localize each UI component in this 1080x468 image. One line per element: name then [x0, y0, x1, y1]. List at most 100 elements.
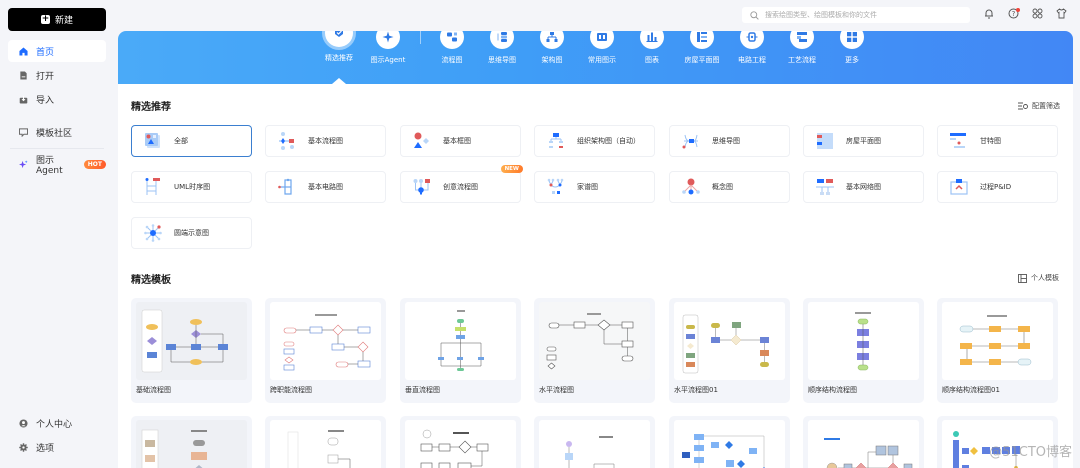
svg-text:?: ? — [1011, 10, 1015, 18]
template-card[interactable] — [669, 416, 790, 468]
template-card[interactable] — [265, 416, 386, 468]
card-mindmap[interactable]: 思维导图 — [669, 125, 790, 157]
sidebar: + 新建 首页 打开 导入 模板社区 图示Agent HOT 个人中心 选项 — [0, 0, 116, 468]
card-uml-sequence[interactable]: UML时序图 — [131, 171, 252, 203]
mindmap-icon — [682, 134, 698, 149]
template-label: 水平流程图01 — [674, 386, 718, 394]
search-input[interactable] — [765, 11, 965, 19]
mindmap-icon — [490, 31, 514, 49]
card-pid[interactable]: 过程P&ID — [937, 171, 1058, 203]
org-chart-icon — [549, 133, 563, 148]
card-gantt[interactable]: 甘特图 — [937, 125, 1058, 157]
card-label: 概念图 — [712, 183, 733, 191]
sidebar-item-label: 首页 — [36, 47, 55, 58]
template-card[interactable] — [937, 416, 1058, 468]
featured-icon — [325, 31, 353, 47]
personal-templates-label: 个人模板 — [1031, 274, 1059, 282]
card-creative-flowchart[interactable]: 创意流程图 NEW — [400, 165, 523, 203]
tab-process[interactable]: 工艺流程 — [772, 31, 832, 65]
sidebar-item-community[interactable]: 模板社区 — [8, 121, 106, 143]
template-card[interactable] — [534, 416, 655, 468]
creative-flowchart-icon — [413, 179, 430, 195]
sidebar-item-import[interactable]: 导入 — [8, 88, 106, 110]
card-org-chart[interactable]: 组织架构图（自动） — [534, 125, 655, 157]
card-label: 组织架构图（自动） — [577, 137, 640, 145]
card-concept-map[interactable]: 概念图 — [669, 171, 790, 203]
new-button[interactable]: + 新建 — [8, 8, 106, 31]
template-card[interactable] — [400, 416, 521, 468]
tab-circuit[interactable]: 电路工程 — [722, 31, 782, 65]
card-label: 过程P&ID — [980, 183, 1012, 191]
card-floorplan[interactable]: 房屋平面图 — [803, 125, 924, 157]
file-icon — [20, 70, 27, 80]
tab-label: 流程图 — [441, 56, 463, 64]
tab-common[interactable]: 常用图示 — [572, 31, 632, 65]
search-box[interactable] — [742, 7, 970, 23]
sidebar-item-home[interactable]: 首页 — [8, 40, 106, 62]
user-icon — [19, 418, 28, 428]
card-basic-circuit[interactable]: 基本电路图 — [265, 171, 386, 203]
card-basic-flowchart[interactable]: 基本流程图 — [265, 125, 386, 157]
template-card[interactable]: 水平流程图01 — [669, 298, 790, 403]
template-card[interactable]: 垂直流程图 — [400, 298, 521, 403]
floorplan-icon — [690, 31, 714, 49]
chart-icon — [640, 31, 664, 49]
featured-title: 精选推荐 — [131, 102, 171, 113]
theme-icon[interactable] — [1054, 8, 1068, 21]
sidebar-item-profile[interactable]: 个人中心 — [8, 412, 106, 434]
template-thumbnail — [405, 420, 516, 468]
tab-floorplan[interactable]: 房屋平面图 — [672, 31, 732, 65]
process-icon — [790, 31, 814, 49]
tab-chart[interactable]: 图表 — [622, 31, 682, 65]
scrollbar[interactable] — [1073, 31, 1080, 468]
tab-featured[interactable]: 精选推荐 — [309, 31, 369, 63]
template-thumbnail — [942, 420, 1053, 468]
sidebar-item-open[interactable]: 打开 — [8, 64, 106, 86]
tab-architecture[interactable]: 架构图 — [522, 31, 582, 65]
config-filter-link[interactable]: 配置筛选 — [1018, 101, 1060, 111]
more-grid-icon — [840, 31, 864, 49]
sidebar-item-label: 打开 — [36, 71, 55, 82]
help-icon[interactable]: ? — [1006, 8, 1020, 21]
tab-more[interactable]: 更多 — [822, 31, 882, 65]
sidebar-item-options[interactable]: 选项 — [8, 436, 106, 458]
card-network[interactable]: 基本网络图 — [803, 171, 924, 203]
card-label: 全部 — [174, 137, 188, 145]
template-thumbnail — [539, 420, 650, 468]
flowchart-icon — [440, 31, 464, 49]
tab-agent[interactable]: 图示Agent — [358, 31, 418, 65]
tab-mindmap[interactable]: 思维导图 — [472, 31, 532, 65]
card-family-tree[interactable]: 家谱图 — [534, 171, 655, 203]
circuit-icon — [278, 178, 292, 195]
card-label: 基本流程图 — [308, 137, 343, 145]
card-all[interactable]: 全部 — [131, 125, 252, 157]
template-label: 顺序结构流程图 — [808, 386, 857, 394]
template-thumbnail — [808, 302, 919, 380]
template-card[interactable]: 顺序结构流程图 — [803, 298, 924, 403]
template-card[interactable]: 水平流程图 — [534, 298, 655, 403]
hot-badge: HOT — [83, 159, 106, 169]
template-card[interactable]: 顺序结构流程图01 — [937, 298, 1058, 403]
template-label: 水平流程图 — [539, 386, 574, 394]
sparkle-icon — [19, 159, 28, 168]
bell-icon[interactable] — [982, 8, 996, 21]
template-card[interactable] — [803, 416, 924, 468]
template-thumbnail — [539, 302, 650, 380]
basic-flowchart-icon — [279, 132, 294, 150]
network-icon — [816, 179, 834, 195]
tab-label: 图示Agent — [370, 56, 406, 64]
template-card[interactable] — [131, 416, 252, 468]
template-card[interactable]: 基础流程图 — [131, 298, 252, 403]
tab-flowchart[interactable]: 流程图 — [422, 31, 482, 65]
community-icon — [19, 127, 28, 137]
template-card[interactable]: 跨职能流程图 — [265, 298, 386, 403]
gantt-icon — [950, 133, 966, 148]
uml-sequence-icon — [145, 178, 160, 195]
sidebar-item-agent[interactable]: 图示Agent HOT — [8, 153, 106, 176]
watermark: @51CTO博客 — [989, 445, 1072, 460]
filter-config-icon — [1018, 102, 1028, 110]
apps-icon[interactable] — [1030, 8, 1044, 21]
card-radial[interactable]: 圆端示意图 — [131, 217, 252, 249]
personal-templates-link[interactable]: 个人模板 — [1018, 273, 1059, 283]
card-basic-block[interactable]: 基本框图 — [400, 125, 521, 157]
